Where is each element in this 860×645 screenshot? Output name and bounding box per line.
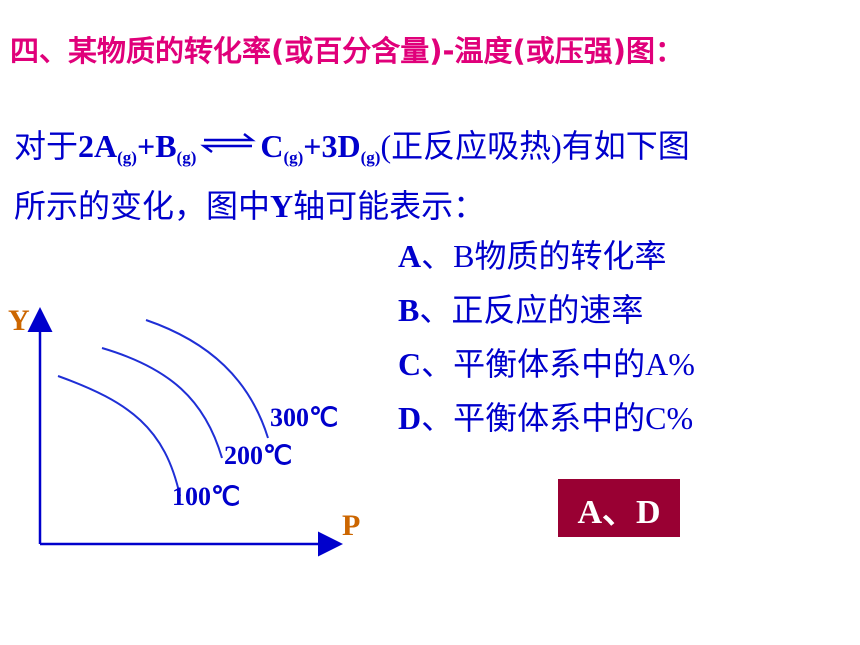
- pressure-graph: Y P 300℃ 200℃ 100℃: [8, 304, 360, 557]
- question-y-axis: Y: [270, 188, 294, 224]
- option-b[interactable]: B、正反应的速率: [398, 292, 644, 328]
- state-c: (g): [283, 148, 304, 167]
- slide-title: 四、某物质的转化率(或百分含量)-温度(或压强)图：: [10, 34, 685, 68]
- product-d: +3D: [303, 128, 361, 164]
- reaction-note: (正反应吸热)有如下图: [380, 128, 690, 164]
- option-a[interactable]: A、B物质的转化率: [398, 238, 667, 274]
- question-line2a: 所示的变化，图中: [14, 188, 271, 224]
- reactant-a: 2A: [78, 128, 118, 164]
- state-b: (g): [176, 148, 197, 167]
- question-prefix: 对于: [14, 128, 79, 164]
- equilibrium-arrow-icon: [200, 133, 257, 153]
- option-d[interactable]: D、平衡体系中的C%: [398, 400, 694, 436]
- curve-300-label: 300℃: [270, 403, 338, 432]
- option-c[interactable]: C、平衡体系中的A%: [398, 346, 695, 382]
- product-c: C: [260, 128, 284, 164]
- state-d: (g): [360, 148, 381, 167]
- answer-box[interactable]: A、D: [558, 479, 680, 537]
- curve-100: [57, 375, 181, 497]
- curve-200: [101, 347, 223, 459]
- curve-100-label: 100℃: [172, 482, 240, 511]
- question-line2c: 轴可能表示：: [293, 188, 486, 224]
- answer-options: A、B物质的转化率 B、正反应的速率 C、平衡体系中的A% D、平衡体系中的C%: [398, 229, 695, 445]
- state-a: (g): [117, 148, 137, 167]
- x-axis-label: P: [342, 509, 360, 542]
- curve-200-label: 200℃: [224, 441, 292, 470]
- y-axis-label: Y: [8, 304, 30, 337]
- curve-300: [145, 319, 269, 439]
- question-text: 对于2A(g)+B(g) C(g)+3D(g)(正反应吸热)有如下图 所示的变化…: [14, 122, 854, 230]
- reactant-b: +B: [136, 128, 177, 164]
